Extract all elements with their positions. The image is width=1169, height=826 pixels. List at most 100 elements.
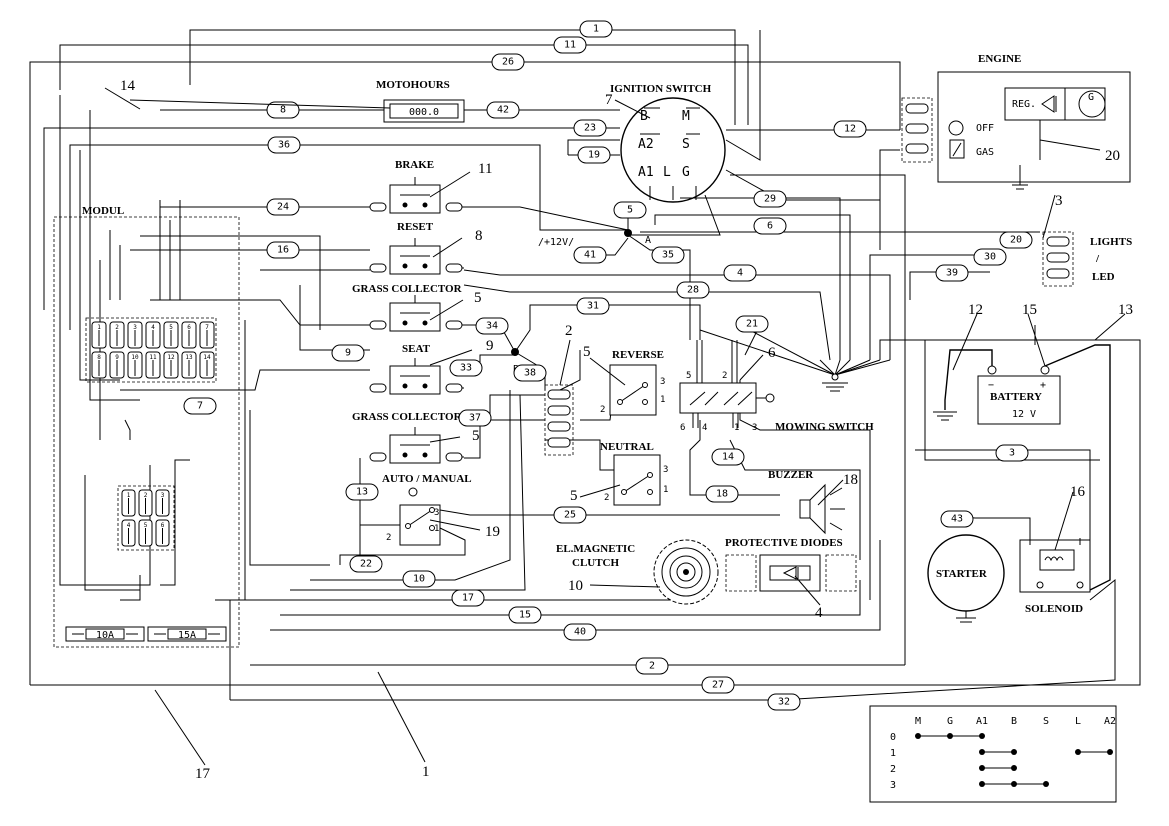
wire-number-19: 19: [577, 146, 611, 164]
wire-number-40: 40: [563, 623, 597, 641]
grass-collector-1-switch: [369, 295, 464, 332]
svg-text:17: 17: [462, 593, 474, 604]
table-col-A1: A1: [976, 716, 988, 727]
battery: BATTERY 12 V − +: [933, 344, 1111, 591]
table-col-G: G: [947, 716, 953, 727]
wire-number-43: 43: [940, 510, 974, 528]
connector-block-2: [544, 384, 574, 456]
wire-number-3: 3: [995, 444, 1029, 462]
reg-label: REG.: [1012, 99, 1036, 110]
brake-label: BRAKE: [395, 159, 434, 171]
svg-text:42: 42: [497, 105, 509, 116]
wire-number-17: 17: [451, 589, 485, 607]
wire-number-32: 32: [767, 693, 801, 711]
svg-text:13: 13: [356, 487, 368, 498]
ign-terminal-l: L: [663, 165, 671, 180]
modul-pin-2: 2: [109, 321, 125, 349]
table-row-0: 0: [890, 732, 896, 743]
callout-8: 8: [475, 228, 483, 244]
fuse-15a-label: 15A: [178, 630, 196, 641]
modul-aux-pin-1: 1: [121, 489, 136, 517]
wire-number-34: 34: [475, 317, 509, 335]
svg-text:2: 2: [144, 492, 148, 499]
modul-pin-14: 14: [199, 351, 215, 379]
wire-number-29: 29: [753, 190, 787, 208]
off-label: OFF: [976, 123, 994, 134]
svg-text:18: 18: [716, 489, 728, 500]
wire-number-41: 41: [573, 246, 607, 264]
svg-text:5: 5: [169, 324, 173, 331]
wire-paths: [29, 29, 1141, 701]
modul-pin-5: 5: [163, 321, 179, 349]
wire-number-33: 33: [449, 359, 483, 377]
callout-5-collector: 5: [472, 428, 480, 444]
callout-11: 11: [478, 161, 492, 177]
svg-text:4: 4: [127, 522, 131, 529]
wire-number-27: 27: [701, 676, 735, 694]
table-col-M: M: [915, 716, 921, 727]
node-a-label: A: [645, 235, 651, 246]
gas-label: GAS: [976, 147, 994, 158]
svg-text:9: 9: [115, 354, 119, 361]
wire-number-5: 5: [613, 201, 647, 219]
svg-text:21: 21: [746, 319, 758, 330]
modul-label: MODUL: [82, 205, 124, 217]
modul-pin-8: 8: [91, 351, 107, 379]
supply-label: /+12V/: [538, 237, 574, 248]
ign-terminal-s: S: [682, 137, 690, 152]
svg-text:−: −: [988, 380, 994, 391]
reset-label: RESET: [397, 221, 434, 233]
svg-text:11: 11: [564, 40, 576, 51]
table-row-3: 3: [890, 780, 896, 791]
wire-number-2: 2: [635, 657, 669, 675]
svg-text:+: +: [1040, 380, 1046, 391]
wire-number-36: 36: [267, 136, 301, 154]
svg-text:3: 3: [133, 324, 137, 331]
modul-pin-12: 12: [163, 351, 179, 379]
svg-text:4: 4: [151, 324, 155, 331]
reset-switch: [369, 238, 464, 275]
callout-12: 12: [968, 302, 983, 318]
svg-text:43: 43: [951, 514, 963, 525]
reverse-switch: REVERSE 3 1 2: [600, 349, 665, 416]
callout-leaders: [104, 87, 1126, 766]
engine-label: ENGINE: [978, 53, 1021, 65]
ign-terminal-a2: A2: [638, 137, 654, 152]
modul-pin-6: 6: [181, 321, 197, 349]
lights-label-1: LIGHTS: [1090, 236, 1132, 248]
solenoid: SOLENOID: [1019, 538, 1091, 615]
mow-pin-2: 2: [722, 371, 727, 381]
wire-number-18: 18: [705, 485, 739, 503]
callout-5-grass: 5: [474, 290, 482, 306]
wire-number-25: 25: [553, 506, 587, 524]
modul-box: [53, 216, 240, 648]
table-col-B: B: [1011, 716, 1017, 727]
svg-text:39: 39: [946, 268, 958, 279]
svg-text:12: 12: [844, 124, 856, 135]
svg-text:11: 11: [149, 354, 157, 361]
grass-collector-1-label: GRASS COLLECTOR: [352, 283, 463, 295]
wire-number-7: 7: [183, 397, 217, 415]
ign-terminal-g: G: [682, 165, 690, 180]
safety-switches: [369, 177, 464, 464]
svg-text:15: 15: [519, 610, 531, 621]
modul-aux-pin-3: 3: [155, 489, 170, 517]
svg-text:8: 8: [97, 354, 101, 361]
svg-text:3: 3: [161, 492, 165, 499]
wire-number-11: 11: [553, 36, 587, 54]
svg-text:13: 13: [185, 354, 193, 361]
callout-19: 19: [485, 524, 500, 540]
callout-14: 14: [120, 78, 136, 94]
callout-17: 17: [195, 766, 211, 782]
ign-terminal-m: M: [682, 109, 690, 124]
svg-text:3: 3: [1009, 448, 1015, 459]
svg-text:14: 14: [722, 452, 734, 463]
svg-text:20: 20: [1010, 235, 1022, 246]
svg-text:31: 31: [587, 301, 599, 312]
modul-pin-7: 7: [199, 321, 215, 349]
